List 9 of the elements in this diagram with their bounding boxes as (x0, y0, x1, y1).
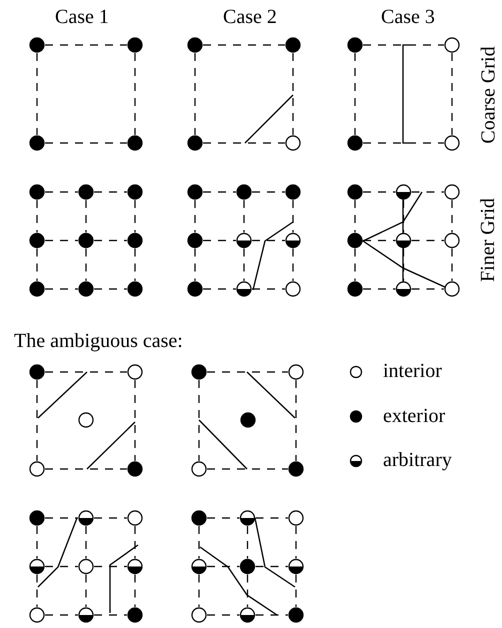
column-heading: Case 3 (381, 6, 435, 28)
section-heading: The ambiguous case: (14, 330, 183, 352)
row-label: Finer Grid (476, 198, 499, 282)
column-heading: Case 2 (223, 6, 277, 28)
row-label: Coarse Grid (477, 46, 500, 144)
legend-label: interior (383, 360, 442, 382)
column-heading: Case 1 (55, 6, 109, 28)
legend-label: exterior (383, 404, 446, 426)
legend-label: arbitrary (383, 449, 452, 471)
